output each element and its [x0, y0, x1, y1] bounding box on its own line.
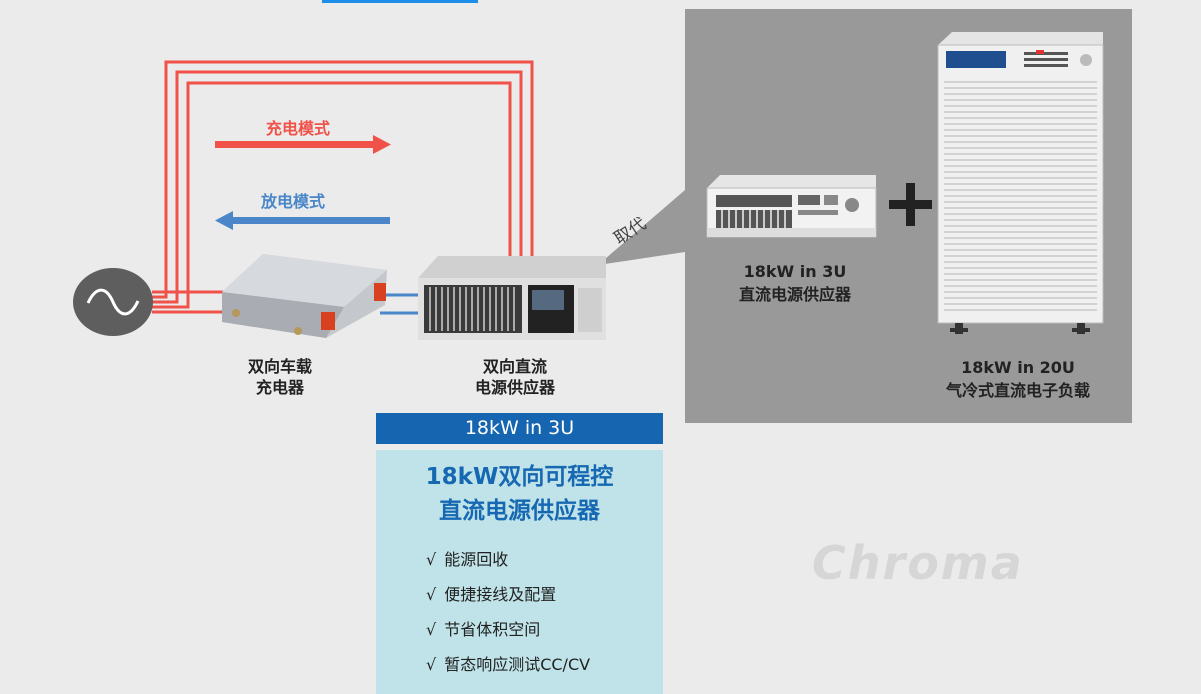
feature-item: √ 便捷接线及配置 [426, 583, 590, 618]
ac-source-icon [73, 268, 153, 336]
info-box: 18kW双向可程控 直流电源供应器 √ 能源回收 √ 便捷接线及配置 √ 节省体积空间… [376, 450, 663, 694]
callout-wedge [598, 190, 685, 265]
feature-item: √ 节省体积空间 [426, 618, 590, 653]
info-title: 18kW双向可程控 直流电源供应器 [376, 460, 663, 528]
check-icon: √ [426, 620, 437, 639]
discharge-arrow [215, 211, 390, 230]
charge-wires [152, 60, 534, 314]
check-icon: √ [426, 550, 437, 569]
feature-item: √ 暂态响应测试CC/CV [426, 653, 590, 688]
feature-text: 暂态响应测试CC/CV [444, 655, 591, 674]
charge-arrow [215, 135, 391, 154]
bidir-psu-label: 双向直流 电源供应器 [450, 356, 580, 398]
onboard-charger-device [222, 254, 387, 338]
load-20u-label-line1: 18kW in 20U [961, 358, 1075, 377]
psu-3u-label: 18kW in 3U 直流电源供应器 [705, 260, 885, 306]
discharge-mode-label: 放电模式 [260, 192, 325, 211]
feature-item: √ 能源回收 [426, 548, 590, 583]
feature-text: 能源回收 [444, 550, 509, 569]
check-icon: √ [426, 655, 437, 674]
electronic-load-20u-device [937, 32, 1104, 334]
charger-label-line2: 充电器 [255, 378, 304, 397]
info-title-line1: 18kW双向可程控 [425, 464, 614, 490]
chroma-logo: Chroma [812, 536, 1024, 590]
feature-text: 便捷接线及配置 [444, 585, 557, 604]
charger-label: 双向车载 充电器 [220, 356, 340, 398]
bidir-psu-label-line2: 电源供应器 [474, 378, 555, 397]
charger-label-line1: 双向车载 [247, 357, 312, 376]
info-header: 18kW in 3U [376, 413, 663, 444]
psu-3u-label-line1: 18kW in 3U [743, 262, 847, 281]
charge-mode-label: 充电模式 [265, 119, 330, 138]
check-icon: √ [426, 585, 437, 604]
info-title-line2: 直流电源供应器 [439, 498, 600, 524]
feature-list: √ 能源回收 √ 便捷接线及配置 √ 节省体积空间 √ 暂态响应测试CC/CV [426, 548, 590, 688]
load-20u-label-line2: 气冷式直流电子负载 [945, 381, 1090, 400]
bidir-psu-label-line1: 双向直流 [482, 357, 547, 376]
psu-3u-device [706, 175, 877, 238]
top-accent-bar [322, 0, 478, 3]
plus-icon [889, 183, 932, 226]
discharge-wires [380, 293, 418, 315]
bidirectional-psu-device [418, 256, 606, 340]
psu-3u-label-line2: 直流电源供应器 [738, 285, 851, 304]
load-20u-label: 18kW in 20U 气冷式直流电子负载 [918, 356, 1118, 402]
feature-text: 节省体积空间 [444, 620, 541, 639]
